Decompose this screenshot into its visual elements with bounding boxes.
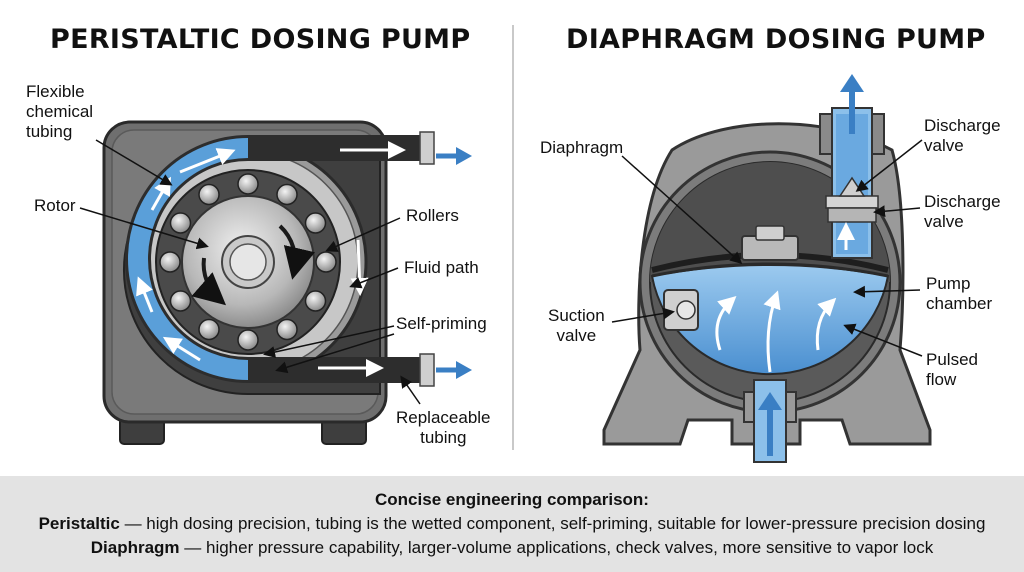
roller — [159, 251, 181, 273]
comparison-heading: Concise engineering comparison: — [375, 490, 649, 509]
roller — [315, 251, 337, 273]
label-fluid-path: Fluid path — [404, 258, 479, 277]
diaphragm-summary: — higher pressure capability, larger-vol… — [179, 538, 934, 557]
label-pump-chamber: Pump chamber — [926, 274, 993, 313]
label-flexible-chemical-tubing: Flexible chemical tubing — [26, 82, 94, 141]
label-self-priming: Self-priming — [396, 314, 487, 333]
peristaltic-pump-title: PERISTALTIC DOSING PUMP — [50, 24, 471, 55]
roller — [304, 290, 327, 312]
label-discharge-valve-upper: Discharge valve — [924, 116, 1001, 155]
comparison-panel: Concise engineering comparison: Peristal… — [0, 476, 1024, 572]
peristaltic-leaders — [79, 139, 421, 405]
diaphragm-leaders — [611, 139, 923, 357]
roller — [198, 318, 220, 341]
comparison-diaphragm: Diaphragm — higher pressure capability, … — [0, 538, 1024, 558]
diaphragm-term: Diaphragm — [90, 538, 180, 557]
roller — [276, 318, 298, 341]
comparison-peristaltic: Peristaltic — high dosing precision, tub… — [0, 514, 1024, 534]
roller — [169, 212, 192, 234]
roller — [237, 329, 259, 351]
panel-divider — [512, 25, 514, 450]
label-rotor: Rotor — [34, 196, 76, 215]
label-pulsed-flow: Pulsed flow — [926, 350, 978, 389]
peristaltic-rotor-assembly — [155, 169, 341, 355]
label-replaceable-tubing: Replaceable tubing — [396, 408, 491, 447]
roller — [237, 173, 259, 195]
peristaltic-summary: — high dosing precision, tubing is the w… — [119, 514, 986, 533]
label-suction-valve: Suction valve — [548, 306, 605, 345]
label-discharge-valve-lower: Discharge valve — [924, 192, 1001, 231]
label-rollers: Rollers — [406, 206, 459, 225]
roller — [276, 183, 298, 206]
roller — [304, 212, 327, 234]
pump-illustrations — [79, 74, 932, 463]
peristaltic-term: Peristaltic — [38, 514, 120, 533]
label-diaphragm: Diaphragm — [540, 138, 624, 157]
roller — [169, 290, 192, 312]
diaphragm-pump-title: DIAPHRAGM DOSING PUMP — [566, 24, 986, 55]
suction-line — [663, 289, 837, 463]
roller — [198, 183, 220, 206]
